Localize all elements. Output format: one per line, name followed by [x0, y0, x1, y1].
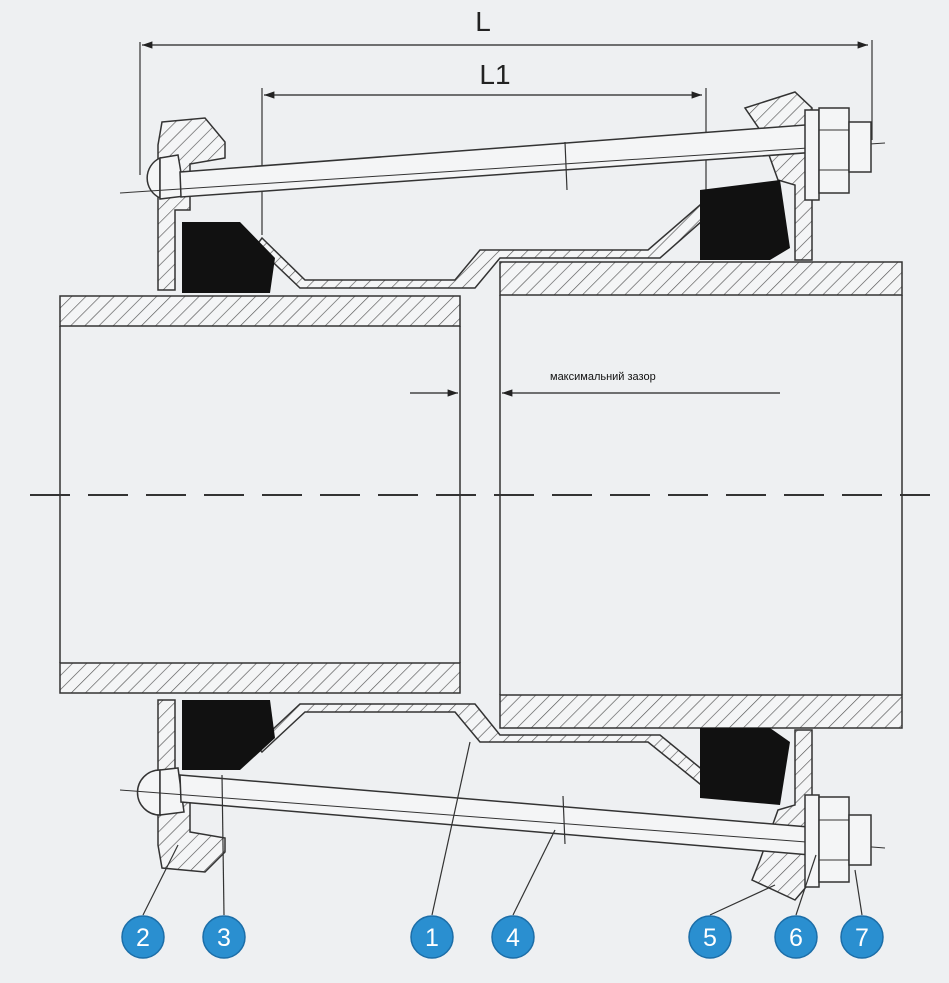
- part-marker-6: 6: [774, 915, 818, 959]
- rubber-seals: [182, 180, 790, 805]
- svg-text:3: 3: [217, 924, 231, 952]
- svg-text:2: 2: [136, 924, 150, 952]
- dimension-label-L: L: [475, 6, 491, 37]
- max-gap-annotation: максимальний зазор: [410, 371, 780, 397]
- svg-text:1: 1: [425, 924, 439, 952]
- svg-text:5: 5: [703, 924, 717, 952]
- part-marker-7: 7: [840, 915, 884, 959]
- part-marker-4: 4: [491, 915, 535, 959]
- max-gap-label: максимальний зазор: [550, 371, 656, 383]
- part-marker-2: 2: [121, 915, 165, 959]
- nut-top: [818, 107, 872, 194]
- bolt-bottom: [119, 767, 886, 859]
- svg-text:4: 4: [506, 924, 520, 952]
- washer-bottom: [804, 794, 820, 888]
- washer-top: [804, 109, 820, 201]
- part-marker-5: 5: [688, 915, 732, 959]
- part-marker-3: 3: [202, 915, 246, 959]
- bolt-top: [119, 121, 886, 200]
- dimension-label-L1: L1: [479, 59, 510, 90]
- left-pipe: [59, 295, 461, 694]
- svg-text:6: 6: [789, 924, 803, 952]
- svg-text:7: 7: [855, 924, 869, 952]
- leader-lines: [142, 741, 863, 916]
- nut-bottom: [818, 796, 872, 883]
- part-marker-1: 1: [410, 915, 454, 959]
- dimension-L: L: [139, 6, 873, 175]
